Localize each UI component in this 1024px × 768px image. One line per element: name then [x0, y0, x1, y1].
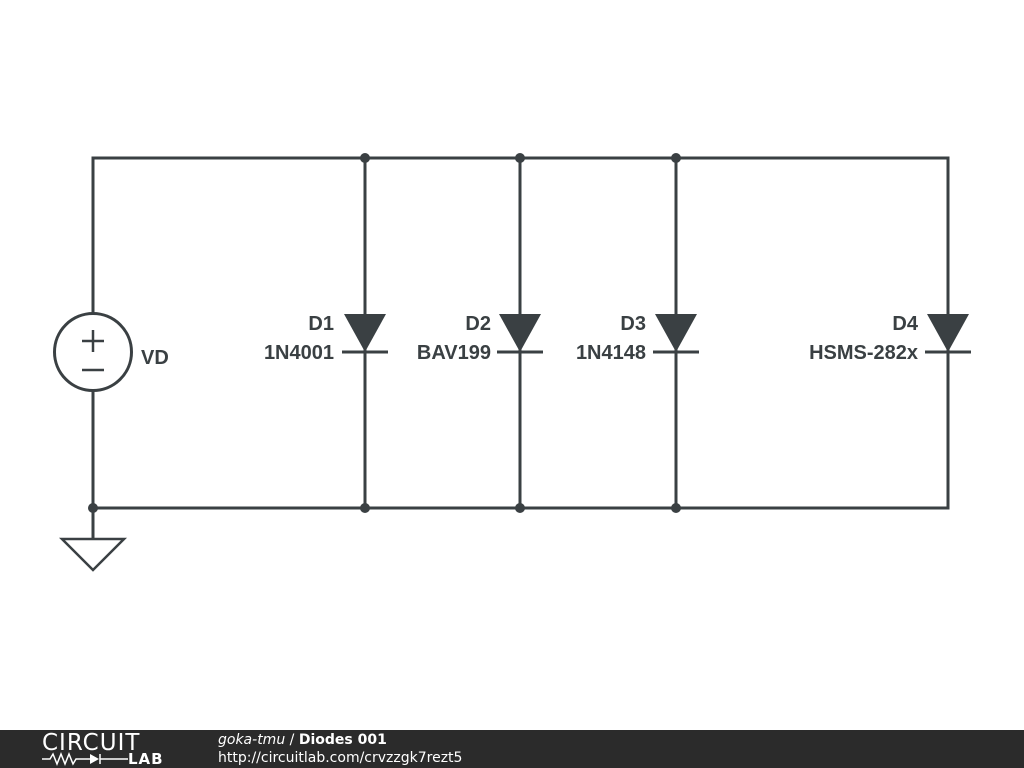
resistor-diode-logo-icon	[42, 752, 128, 766]
footer-circuit-title[interactable]: Diodes 001	[298, 732, 387, 748]
junction-dot	[88, 503, 98, 513]
source-label: VD	[141, 347, 169, 369]
diode-d3-part: 1N4148	[576, 342, 646, 364]
logo-wordmark-top: CIRCUIT	[42, 730, 141, 756]
junction-dots	[88, 153, 681, 513]
footer-caption: goka-tmu / Diodes 001 http://circuitlab.…	[218, 731, 462, 767]
circuitlab-logo[interactable]: CIRCUIT LAB	[38, 730, 178, 768]
junction-dot	[360, 503, 370, 513]
junction-dot	[515, 153, 525, 163]
footer-bar: CIRCUIT LAB goka-tmu / Diodes 001 http:/…	[0, 730, 1024, 768]
logo-wordmark-bottom: LAB	[128, 750, 164, 768]
diode-d1-triangle	[344, 314, 386, 352]
diode-d1-ref: D1	[308, 313, 334, 335]
diode-d1-part: 1N4001	[264, 342, 334, 364]
footer-title-line: goka-tmu / Diodes 001	[218, 731, 462, 749]
diode-d2-ref: D2	[465, 313, 491, 335]
diode-d4-part: HSMS-282x	[809, 342, 918, 364]
junction-dot	[515, 503, 525, 513]
ground-icon	[58, 537, 128, 572]
junction-dot	[671, 153, 681, 163]
footer-url[interactable]: http://circuitlab.com/crvzzgk7rezt5	[218, 750, 463, 766]
junction-dot	[360, 153, 370, 163]
diode-d4[interactable]	[925, 314, 971, 354]
diode-d3-ref: D3	[620, 313, 646, 335]
diode-d2-part: BAV199	[417, 342, 491, 364]
diode-d4-triangle	[927, 314, 969, 352]
footer-separator: /	[285, 732, 299, 748]
diode-d3[interactable]	[653, 314, 699, 354]
diode-d4-ref: D4	[892, 313, 918, 335]
footer-user[interactable]: goka-tmu	[218, 732, 286, 748]
diode-d1[interactable]	[342, 314, 388, 354]
diode-d3-triangle	[655, 314, 697, 352]
diode-d2[interactable]	[497, 314, 543, 354]
voltage-source-vd[interactable]	[53, 312, 133, 392]
junction-dot	[671, 503, 681, 513]
diode-d2-triangle	[499, 314, 541, 352]
